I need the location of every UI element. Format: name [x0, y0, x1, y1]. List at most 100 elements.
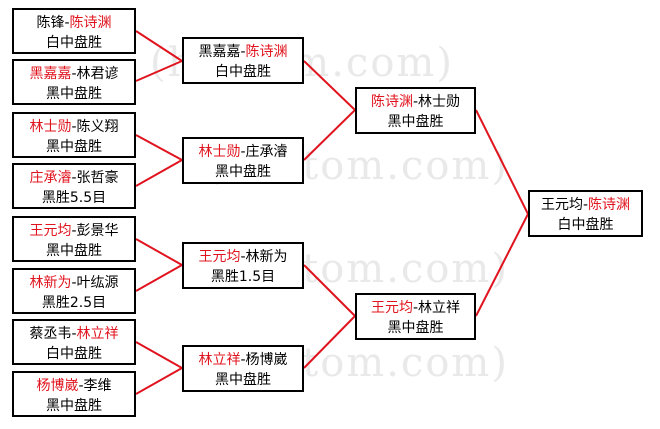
match-r1-1: 陈锋-陈诗渊 白中盘胜: [12, 8, 136, 54]
separator: -: [240, 249, 246, 265]
player-b: 张哲豪: [76, 170, 119, 186]
player-a: 黑嘉嘉: [198, 44, 241, 60]
player-a: 林立祥: [198, 352, 241, 368]
separator: -: [71, 119, 77, 135]
player-a: 王元均: [198, 249, 241, 265]
match-result: 黑中盘胜: [387, 320, 444, 336]
bracket-line: [135, 264, 183, 292]
match-players: 黑嘉嘉-陈诗渊: [184, 42, 302, 62]
bracket-line: [135, 341, 183, 369]
separator: -: [582, 197, 589, 213]
match-r1-4: 庄承濬-张哲豪 黑胜5.5目: [12, 163, 136, 209]
separator: -: [71, 275, 77, 291]
match-players: 林士勋-陈义翔: [14, 117, 134, 137]
player-a: 庄承濬: [29, 170, 72, 186]
match-players: 王元均-林新为: [184, 247, 302, 267]
player-b: 陈诗渊: [588, 197, 631, 213]
bracket-line: [135, 367, 183, 395]
player-a: 林士勋: [29, 119, 72, 135]
player-a: 林士勋: [198, 144, 241, 160]
match-result: 黑中盘胜: [215, 164, 271, 180]
match-final: 王元均-陈诗渊 白中盘胜: [528, 190, 643, 237]
bracket-line: [475, 213, 529, 317]
player-a: 陈锋: [36, 15, 65, 31]
player-a: 林新为: [29, 275, 72, 291]
match-players: 黑嘉嘉-林君谚: [14, 64, 134, 84]
bracket-line: [135, 159, 183, 187]
player-b: 林士勋: [418, 94, 461, 110]
match-r2-3: 王元均-林新为 黑胜1.5目: [182, 242, 304, 289]
match-result: 白中盘胜: [557, 217, 614, 233]
player-a: 陈诗渊: [370, 94, 413, 110]
match-result: 黑中盘胜: [46, 398, 102, 414]
player-b: 陈诗渊: [69, 15, 112, 31]
separator: -: [240, 44, 246, 60]
separator: -: [71, 326, 77, 342]
player-b: 叶纮源: [76, 275, 119, 291]
player-b: 陈义翔: [76, 119, 119, 135]
separator: -: [71, 223, 77, 239]
player-b: 林新为: [245, 249, 288, 265]
bracket-line: [303, 315, 356, 369]
match-r1-2: 黑嘉嘉-林君谚 黑中盘胜: [12, 59, 136, 105]
separator: -: [71, 170, 77, 186]
match-result: 黑胜2.5目: [41, 295, 107, 311]
player-b: 林立祥: [418, 300, 461, 316]
match-players: 陈诗渊-林士勋: [357, 92, 474, 112]
separator: -: [78, 378, 84, 394]
player-a: 黑嘉嘉: [29, 66, 72, 82]
match-r3-2: 王元均-林立祥 黑中盘胜: [355, 293, 476, 340]
match-r2-4: 林立祥-杨博崴 黑中盘胜: [182, 345, 304, 392]
match-players: 陈锋-陈诗渊: [14, 13, 134, 33]
match-r1-3: 林士勋-陈义翔 黑中盘胜: [12, 112, 136, 158]
player-b: 杨博崴: [245, 352, 288, 368]
match-result: 白中盘胜: [46, 35, 102, 51]
match-result: 白中盘胜: [215, 64, 271, 80]
match-r1-5: 王元均-彭景华 黑中盘胜: [12, 216, 136, 262]
match-players: 庄承濬-张哲豪: [14, 168, 134, 188]
match-players: 蔡丞韦-林立祥: [14, 324, 134, 344]
match-players: 王元均-彭景华: [14, 221, 134, 241]
match-result: 黑中盘胜: [215, 372, 271, 388]
bracket-line: [303, 109, 356, 161]
separator: -: [240, 352, 246, 368]
player-a: 王元均: [29, 223, 72, 239]
bracket-line: [475, 109, 529, 215]
match-r3-1: 陈诗渊-林士勋 黑中盘胜: [355, 87, 476, 134]
match-result: 黑胜1.5目: [210, 269, 276, 285]
match-result: 黑中盘胜: [46, 139, 102, 155]
bracket-line: [135, 60, 183, 82]
match-result: 白中盘胜: [46, 346, 102, 362]
bracket-line: [135, 134, 183, 161]
separator: -: [71, 66, 77, 82]
player-a: 杨博崴: [36, 378, 79, 394]
match-players: 林新为-叶纮源: [14, 273, 134, 293]
player-b: 林君谚: [76, 66, 119, 82]
player-b: 林立祥: [76, 326, 119, 342]
match-r2-2: 林士勋-庄承濬 黑中盘胜: [182, 137, 304, 184]
match-r1-8: 杨博崴-李维 黑中盘胜: [12, 371, 136, 417]
match-result: 黑中盘胜: [387, 114, 444, 130]
match-result: 黑胜5.5目: [41, 190, 107, 206]
player-b: 李维: [83, 378, 112, 394]
player-a: 王元均: [540, 197, 583, 213]
player-b: 陈诗渊: [245, 44, 288, 60]
bracket-line: [303, 264, 356, 317]
separator: -: [412, 94, 419, 110]
separator: -: [412, 300, 419, 316]
player-b: 庄承濬: [245, 144, 288, 160]
match-r2-1: 黑嘉嘉-陈诗渊 白中盘胜: [182, 37, 304, 84]
separator: -: [64, 15, 70, 31]
match-result: 黑中盘胜: [46, 243, 102, 259]
player-a: 蔡丞韦: [29, 326, 72, 342]
player-b: 彭景华: [76, 223, 119, 239]
player-a: 王元均: [370, 300, 413, 316]
separator: -: [240, 144, 246, 160]
match-players: 杨博崴-李维: [14, 376, 134, 396]
match-r1-7: 蔡丞韦-林立祥 白中盘胜: [12, 319, 136, 365]
bracket-line: [135, 238, 183, 266]
bracket-line: [135, 30, 183, 62]
match-players: 林士勋-庄承濬: [184, 142, 302, 162]
match-result: 黑中盘胜: [46, 86, 102, 102]
